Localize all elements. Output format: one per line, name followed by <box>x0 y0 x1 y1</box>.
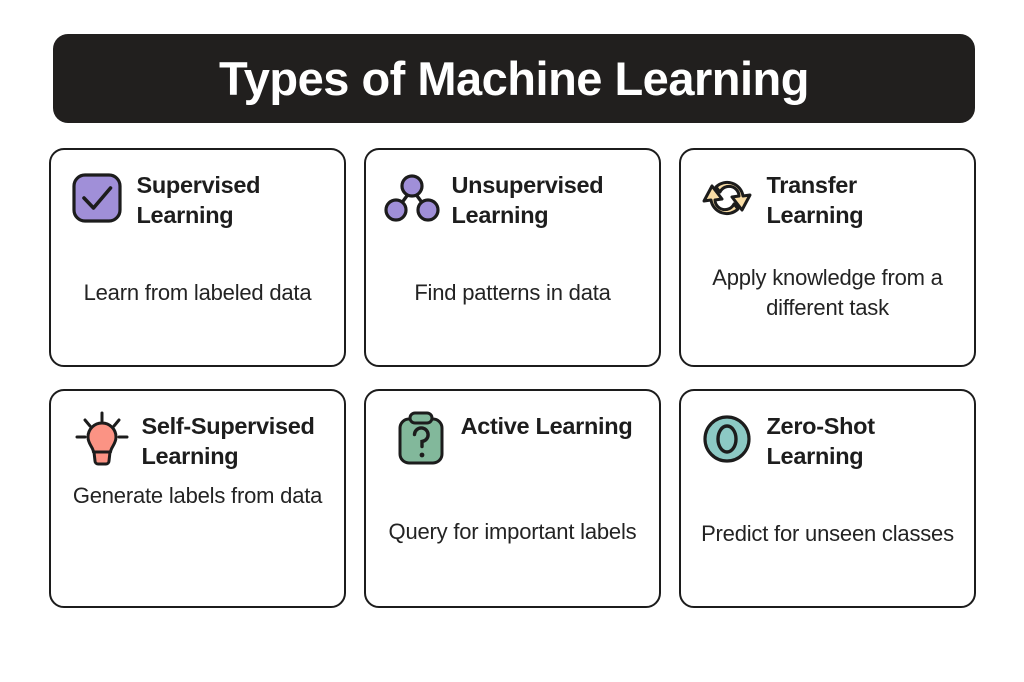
card-title: Transfer Learning <box>766 172 864 228</box>
node-tree-icon <box>383 170 440 226</box>
cycle-arrows-icon <box>699 170 755 226</box>
card-supervised-learning[interactable]: Supervised Learning Learn from labeled d… <box>49 148 346 367</box>
card-description: Predict for unseen classes <box>701 520 954 546</box>
card-header: Self-Supervised Learning <box>61 409 334 471</box>
card-header: Active Learning <box>376 409 649 467</box>
title-banner: Types of Machine Learning <box>53 34 975 123</box>
card-zero-shot-learning[interactable]: Zero-Shot Learning Predict for unseen cl… <box>679 389 976 608</box>
card-grid: Supervised Learning Learn from labeled d… <box>49 148 976 608</box>
card-self-supervised-learning[interactable]: Self-Supervised Learning Generate labels… <box>49 389 346 608</box>
card-title: Zero-Shot Learning <box>766 413 876 469</box>
card-title: Supervised Learning <box>136 172 261 228</box>
card-description: Apply knowledge from a different task <box>712 264 943 320</box>
card-description: Generate labels from data <box>72 483 323 508</box>
card-header: Unsupervised Learning <box>376 168 649 230</box>
page-title: Types of Machine Learning <box>219 52 809 105</box>
card-header: Supervised Learning <box>61 168 334 230</box>
card-description: Find patterns in data <box>414 279 611 305</box>
card-title: Unsupervised Learning <box>451 172 604 228</box>
card-active-learning[interactable]: Active Learning Query for important labe… <box>364 389 661 608</box>
zero-circle-icon <box>699 411 755 467</box>
clipboard-question-icon <box>393 411 449 467</box>
card-title: Active Learning <box>460 413 633 439</box>
card-header: Zero-Shot Learning <box>691 409 964 471</box>
card-description: Learn from labeled data <box>83 279 312 305</box>
card-transfer-learning[interactable]: Transfer Learning Apply knowledge from a… <box>679 148 976 367</box>
card-title: Self-Supervised Learning <box>141 413 315 469</box>
checkbox-check-icon <box>69 170 125 226</box>
card-unsupervised-learning[interactable]: Unsupervised Learning Find patterns in d… <box>364 148 661 367</box>
card-header: Transfer Learning <box>691 168 964 230</box>
card-description: Query for important labels <box>388 518 637 544</box>
lightbulb-icon <box>74 411 130 467</box>
